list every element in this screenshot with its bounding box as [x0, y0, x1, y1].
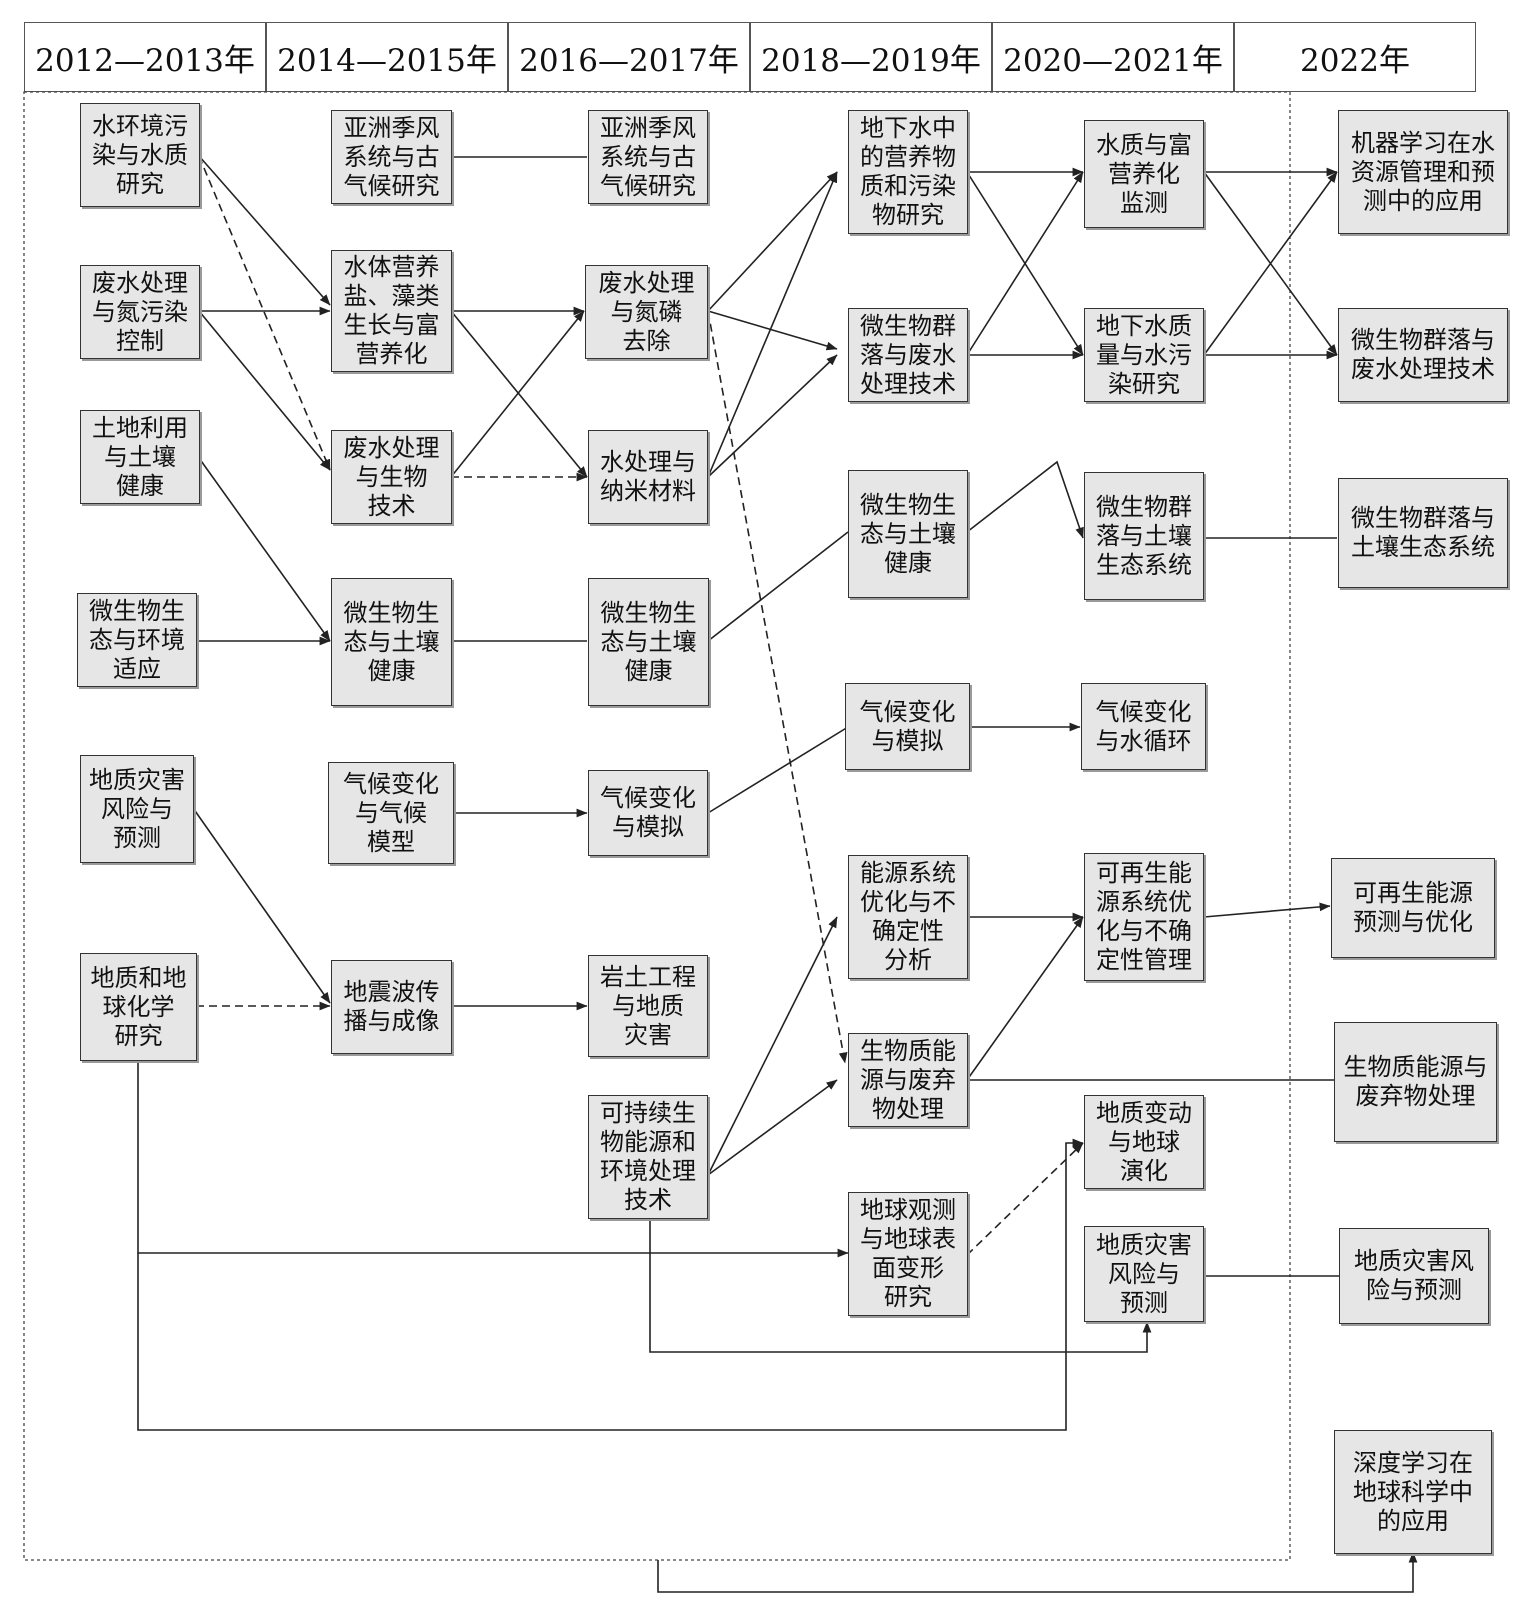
- node-geohazard-risk-2020: 地质灾害 风险与 预测: [1084, 1226, 1204, 1322]
- node-climate-water-cycle: 气候变化 与水循环: [1081, 683, 1206, 770]
- node-microbial-soil-health-2018: 微生物生 态与土壤 健康: [848, 470, 968, 598]
- edge-c2-d1: [707, 171, 838, 312]
- edge-a6-e6: [137, 1138, 1084, 1431]
- node-water-treatment-nanomaterials: 水处理与 纳米材料: [588, 430, 708, 524]
- period-header-2020-2021: 2020—2021年: [992, 22, 1234, 92]
- node-asian-monsoon-2016: 亚洲季风 系统与古 气候研究: [588, 110, 708, 204]
- node-renewable-energy-uncertainty: 可再生能 源系统优 化与不确 定性管理: [1084, 853, 1204, 981]
- edge-c7-d6: [707, 1079, 838, 1176]
- edge-c3-d1: [707, 171, 838, 478]
- edge-a2-b3: [198, 310, 331, 471]
- node-microbial-community-wastewater-2018: 微生物群 落与废水 处理技术: [848, 308, 968, 402]
- edge-b3-c2: [450, 310, 585, 478]
- edge-a1-b3-dashed: [198, 155, 331, 471]
- node-ml-water-resources: 机器学习在水 资源管理和预 测中的应用: [1338, 110, 1508, 234]
- node-deep-learning-earth-science: 深度学习在 地球科学中 的应用: [1334, 1430, 1492, 1554]
- node-wastewater-biotech: 废水处理 与生物 技术: [331, 430, 452, 524]
- node-geohazard-risk-2012: 地质灾害 风险与 预测: [80, 755, 194, 863]
- node-climate-simulation-2018: 气候变化 与模拟: [845, 683, 970, 770]
- edge-b2-c3: [450, 310, 588, 478]
- node-nutrient-algae-eutrophication: 水体营养 盐、藻类 生长与富 营养化: [331, 250, 452, 372]
- node-energy-system-uncertainty: 能源系统 优化与不 确定性 分析: [848, 855, 968, 979]
- edge-region-f7: [657, 1551, 1418, 1593]
- edge-a3-b4: [198, 457, 331, 642]
- node-biomass-waste-2022: 生物质能源与 废弃物处理: [1334, 1022, 1497, 1142]
- edge-e5-f4: [1203, 902, 1331, 918]
- node-microbial-soil-health-2014: 微生物生 态与土壤 健康: [331, 578, 452, 706]
- node-microbial-community-wastewater-2022: 微生物群落与 废水处理技术: [1338, 308, 1508, 402]
- edge-d7-e6-dashed: [966, 1142, 1084, 1256]
- edge-c7-e7: [649, 1220, 1152, 1353]
- node-sustainable-bioenergy: 可持续生 物能源和 环境处理 技术: [588, 1095, 708, 1219]
- node-microbial-soil-ecosystem-2022: 微生物群落与 土壤生态系统: [1338, 478, 1508, 588]
- node-renewable-energy-forecast: 可再生能源 预测与优化: [1331, 858, 1495, 958]
- edge-c2-d6-dashed: [707, 310, 848, 1064]
- node-seismic-wave-imaging: 地震波传 播与成像: [331, 960, 452, 1054]
- node-groundwater-quality-pollution: 地下水质 量与水污 染研究: [1084, 308, 1204, 402]
- period-header-2016-2017: 2016—2017年: [508, 22, 750, 92]
- node-geology-geochemistry: 地质和地 球化学 研究: [80, 953, 197, 1061]
- edge-a5-b6: [192, 807, 331, 1004]
- edge-c3-d2: [707, 354, 838, 478]
- period-header-2022: 2022年: [1234, 22, 1476, 92]
- node-wastewater-nitrogen-phosphorus: 废水处理 与氮磷 去除: [585, 265, 708, 359]
- node-asian-monsoon-2014: 亚洲季风 系统与古 气候研究: [331, 110, 452, 204]
- node-land-use-soil-health: 土地利用 与土壤 健康: [80, 410, 200, 504]
- node-climate-simulation-2016: 气候变化 与模拟: [588, 770, 708, 856]
- node-geotechnical-geohazard: 岩土工程 与地质 灾害: [588, 955, 708, 1057]
- edge-d3-e3: [966, 460, 1084, 539]
- node-biomass-waste-2018: 生物质能 源与废弃 物处理: [848, 1033, 968, 1127]
- node-earth-observation-deformation: 地球观测 与地球表 面变形 研究: [848, 1192, 968, 1316]
- node-microbial-soil-health-2016: 微生物生 态与土壤 健康: [588, 578, 709, 706]
- node-microbial-ecology-adaptation: 微生物生 态与环境 适应: [77, 593, 197, 687]
- edge-e2-f1: [1203, 171, 1338, 356]
- edge-c5-d4: [707, 726, 849, 814]
- node-microbial-soil-ecosystem-2020: 微生物群 落与土壤 生态系统: [1084, 472, 1204, 600]
- edge-a1-b2: [198, 155, 331, 306]
- node-water-pollution-quality: 水环境污 染与水质 研究: [80, 103, 200, 207]
- node-climate-change-model: 气候变化 与气候 模型: [328, 762, 454, 864]
- node-geological-change-evolution: 地质变动 与地球 演化: [1084, 1095, 1204, 1189]
- edge-d6-e5: [966, 916, 1084, 1081]
- node-geohazard-risk-2022: 地质灾害风 险与预测: [1339, 1228, 1489, 1324]
- edge-c2-d2: [707, 310, 838, 351]
- edge-d2-e1: [966, 171, 1084, 356]
- node-groundwater-nutrients-pollutants: 地下水中 的营养物 质和污染 物研究: [848, 110, 968, 234]
- edge-c4-d3: [707, 531, 849, 642]
- period-header-2018-2019: 2018—2019年: [750, 22, 992, 92]
- edge-c7-d5: [707, 916, 838, 1176]
- edge-a6-d7: [137, 1034, 849, 1258]
- node-wastewater-nitrogen-control: 废水处理 与氮污染 控制: [80, 265, 200, 359]
- dotted-frame: [23, 91, 1291, 1561]
- period-header-2012-2013: 2012—2013年: [24, 22, 266, 92]
- node-water-quality-eutrophication-monitoring: 水质与富 营养化 监测: [1084, 120, 1204, 228]
